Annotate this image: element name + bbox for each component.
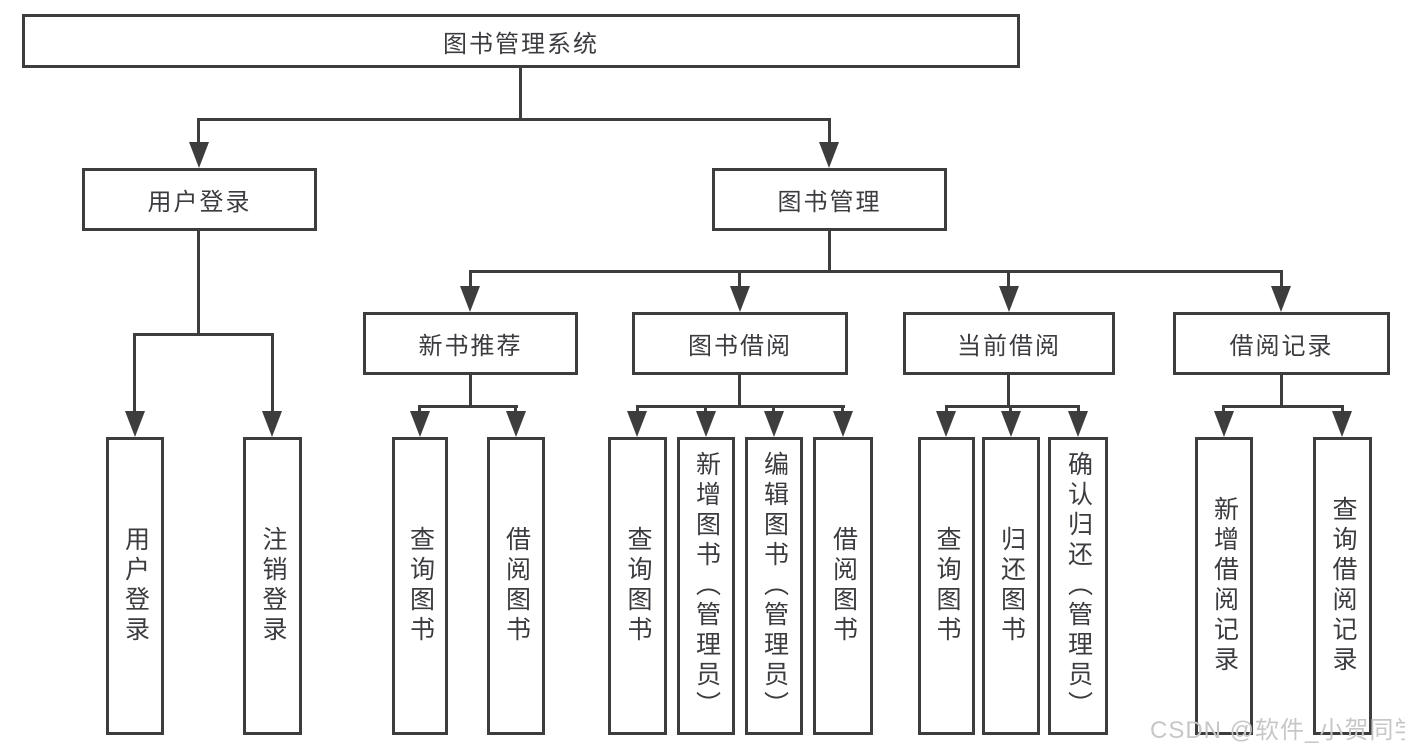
connector-bb-stem	[738, 375, 741, 408]
arrow-down-icon	[764, 411, 784, 437]
arrow-down-icon	[1271, 286, 1291, 312]
leaf-br-add-record: 新增借阅记录	[1195, 437, 1253, 735]
leaf-cb-return-book: 归还图书	[982, 437, 1040, 735]
node-book-borrow: 图书借阅	[632, 312, 848, 375]
connector-shaft	[945, 405, 948, 415]
connector-shaft	[514, 405, 517, 415]
arrow-down-icon	[936, 411, 956, 437]
leaf-cb-query-book: 查询图书	[918, 437, 975, 735]
connector-shaft	[197, 118, 200, 146]
leaf-user-login: 用户登录	[106, 437, 164, 735]
connector-level3-bus	[469, 270, 1283, 273]
arrow-down-icon	[1214, 411, 1234, 437]
leaf-nbr-query-book: 查询图书	[392, 437, 448, 735]
connector-cb-bus	[945, 405, 1080, 408]
connector-shaft	[636, 405, 639, 415]
arrow-down-icon	[833, 411, 853, 437]
connector-br-bus	[1222, 405, 1344, 408]
connector-shaft	[738, 270, 741, 292]
arrow-down-icon	[730, 286, 750, 312]
leaf-bb-edit-book-admin: 编辑图书（管理员）	[745, 437, 803, 735]
connector-shaft	[1007, 270, 1010, 292]
arrow-down-icon	[460, 286, 480, 312]
node-current-borrow: 当前借阅	[903, 312, 1115, 375]
connector-mgmt-stem	[828, 231, 831, 273]
connector-shaft	[1222, 405, 1225, 415]
arrow-down-icon	[410, 411, 430, 437]
connector-shaft	[418, 405, 421, 415]
arrow-down-icon	[1332, 411, 1352, 437]
connector-shaft	[1009, 405, 1012, 415]
connector-shaft	[133, 333, 136, 415]
connector-level2-bus	[197, 118, 831, 121]
arrow-down-icon	[999, 286, 1019, 312]
csdn-watermark: CSDN @软件_小贺同学	[1150, 717, 1405, 744]
leaf-br-query-record: 查询借阅记录	[1313, 437, 1372, 735]
connector-shaft	[1077, 405, 1080, 415]
connector-bb-bus	[636, 405, 845, 408]
node-root: 图书管理系统	[22, 14, 1020, 68]
connector-cb-stem	[1007, 375, 1010, 408]
connector-nbr-bus	[418, 405, 518, 408]
connector-user-stem	[197, 231, 200, 336]
connector-shaft	[1341, 405, 1344, 415]
connector-shaft	[828, 118, 831, 146]
connector-shaft	[271, 333, 274, 415]
leaf-bb-add-book-admin: 新增图书（管理员）	[677, 437, 735, 735]
connector-shaft	[704, 405, 707, 415]
connector-nbr-stem	[469, 375, 472, 408]
node-borrow-record: 借阅记录	[1173, 312, 1390, 375]
arrow-down-icon	[696, 411, 716, 437]
node-book-management: 图书管理	[712, 168, 947, 231]
arrow-down-icon	[506, 411, 526, 437]
node-new-book-recommend: 新书推荐	[363, 312, 578, 375]
connector-br-stem	[1280, 375, 1283, 408]
leaf-cb-confirm-return-admin: 确认归还（管理员）	[1048, 437, 1108, 735]
connector-shaft	[1280, 270, 1283, 292]
connector-shaft	[772, 405, 775, 415]
leaf-bb-borrow-book: 借阅图书	[813, 437, 873, 735]
connector-root-stem	[519, 66, 522, 121]
leaf-logout: 注销登录	[243, 437, 302, 735]
node-user-login: 用户登录	[82, 168, 317, 231]
arrow-down-icon	[125, 411, 145, 437]
connector-user-bus	[134, 333, 274, 336]
arrow-down-icon	[1068, 411, 1088, 437]
arrow-down-icon	[819, 142, 839, 168]
connector-shaft	[469, 270, 472, 292]
connector-shaft	[841, 405, 844, 415]
leaf-nbr-borrow-book: 借阅图书	[487, 437, 545, 735]
arrow-down-icon	[262, 411, 282, 437]
arrow-down-icon	[627, 411, 647, 437]
arrow-down-icon	[1001, 411, 1021, 437]
leaf-bb-query-book: 查询图书	[608, 437, 667, 735]
arrow-down-icon	[189, 142, 209, 168]
